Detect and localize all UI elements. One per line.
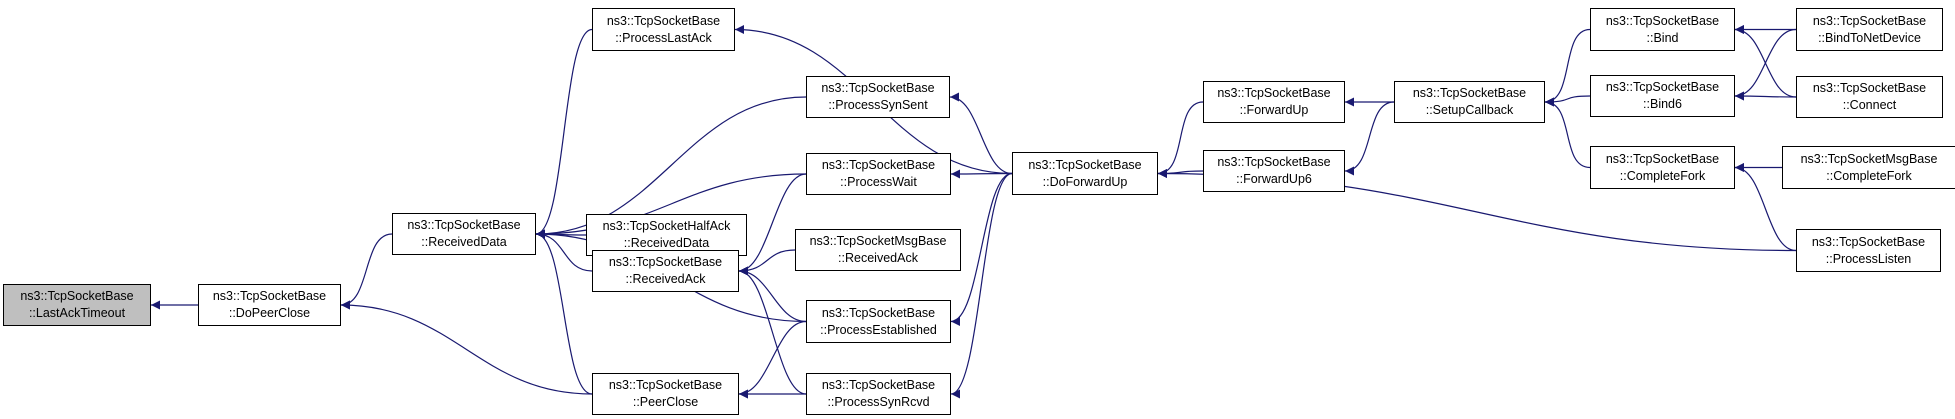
edge-peerclose-to-receiveddata — [535, 229, 593, 395]
node-receiveddata[interactable]: ns3::TcpSocketBase::ReceivedData — [392, 213, 536, 255]
node-processlisten[interactable]: ns3::TcpSocketBase::ProcessListen — [1796, 229, 1941, 272]
node-bind[interactable]: ns3::TcpSocketBase::Bind — [1590, 8, 1735, 51]
node-setupcallback[interactable]: ns3::TcpSocketBase::SetupCallback — [1394, 81, 1545, 123]
node-dopeerclose[interactable]: ns3::TcpSocketBase::DoPeerClose — [198, 284, 341, 326]
node-method-label: ::DoForwardUp — [1042, 174, 1128, 189]
edge-bind-to-setupcallback — [1544, 28, 1591, 107]
node-method-label: ::ProcessWait — [840, 175, 917, 189]
node-method-label: ::ProcessLastAck — [615, 30, 712, 45]
edge-doforwardup-to-processestablished — [950, 172, 1013, 326]
node-connect[interactable]: ns3::TcpSocketBase::Connect — [1796, 76, 1943, 118]
node-completefork[interactable]: ns3::TcpSocketBase::CompleteFork — [1590, 146, 1735, 189]
node-method-label: ::Connect — [1842, 98, 1897, 112]
node-class-label: ns3::TcpSocketBase — [1412, 86, 1527, 100]
node-method-label: ::Bind6 — [1643, 97, 1682, 111]
edge-receiveddata-to-dopeerclose — [340, 233, 393, 310]
node-lastacktimeout: ns3::TcpSocketBase::LastAckTimeout — [3, 284, 151, 326]
node-class-label: ns3::TcpSocketBase — [821, 81, 935, 95]
node-class-label: ns3::TcpSocketBase — [1605, 80, 1720, 94]
edge-doforwardup-to-processsynsent — [949, 92, 1013, 175]
edge-processsynrcvd-to-receivedack — [738, 266, 807, 395]
node-method-label: ::CompleteFork — [1826, 168, 1912, 183]
edge-processsynsent-to-receiveddata — [535, 96, 807, 239]
node-class-label: ns3::TcpSocketMsgBase — [1800, 151, 1938, 166]
edge-forwardup-to-doforwardup — [1157, 101, 1204, 178]
node-method-label: ::ProcessEstablished — [820, 322, 937, 337]
node-method-label: ::ReceivedData — [623, 236, 710, 250]
node-msgbase-receivedack[interactable]: ns3::TcpSocketMsgBase::ReceivedAck — [795, 229, 961, 271]
edge-doforwardup-to-processsynrcvd — [950, 172, 1013, 399]
node-class-label: ns3::TcpSocketBase — [821, 378, 936, 392]
node-class-label: ns3::TcpSocketMsgBase — [809, 234, 947, 248]
node-class-label: ns3::TcpSocketBase — [606, 13, 721, 28]
edge-processlisten-to-completefork — [1734, 163, 1797, 252]
node-class-label: ns3::TcpSocketBase — [1812, 13, 1927, 28]
edge-processwait-to-receiveddata — [535, 173, 807, 239]
node-forwardup[interactable]: ns3::TcpSocketBase::ForwardUp — [1203, 81, 1345, 123]
node-class-label: ns3::TcpSocketBase — [1605, 151, 1720, 166]
edge-processlastack-to-receiveddata — [535, 28, 593, 239]
edge-completefork-to-setupcallback — [1544, 97, 1591, 169]
node-class-label: ns3::TcpSocketBase — [608, 255, 723, 269]
node-method-label: ::ProcessListen — [1825, 251, 1912, 266]
node-class-label: ns3::TcpSocketBase — [212, 289, 327, 303]
node-class-label: ns3::TcpSocketBase — [821, 158, 936, 172]
node-class-label: ns3::TcpSocketHalfAck — [602, 219, 731, 233]
node-method-label: ::ProcessSynSent — [828, 98, 928, 112]
node-class-label: ns3::TcpSocketBase — [608, 378, 723, 392]
node-processlastack[interactable]: ns3::TcpSocketBase::ProcessLastAck — [592, 8, 735, 51]
node-method-label: ::ReceivedData — [421, 235, 507, 249]
edge-processestablished-to-peerclose — [738, 320, 807, 399]
node-receivedack[interactable]: ns3::TcpSocketBase::ReceivedAck — [592, 250, 739, 292]
node-method-label: ::DoPeerClose — [228, 306, 311, 320]
node-peerclose[interactable]: ns3::TcpSocketBase::PeerClose — [592, 373, 739, 415]
node-method-label: ::ForwardUp6 — [1236, 172, 1312, 186]
edge-peerclose-to-dopeerclose — [340, 300, 593, 395]
node-class-label: ns3::TcpSocketBase — [407, 218, 521, 232]
node-method-label: ::LastAckTimeout — [28, 306, 126, 320]
node-class-label: ns3::TcpSocketBase — [1217, 86, 1331, 100]
node-method-label: ::PeerClose — [632, 395, 699, 409]
node-bindtonetdevice[interactable]: ns3::TcpSocketBase::BindToNetDevice — [1796, 8, 1943, 51]
edge-connect-to-bind6 — [1734, 91, 1797, 101]
edge-processwait-to-receivedack — [738, 173, 807, 276]
node-class-label: ns3::TcpSocketBase — [821, 305, 936, 320]
node-forwardup6[interactable]: ns3::TcpSocketBase::ForwardUp6 — [1203, 150, 1345, 192]
node-processsynrcvd[interactable]: ns3::TcpSocketBase::ProcessSynRcvd — [806, 373, 951, 415]
edge-layer — [151, 25, 1797, 399]
edge-setupcallback-to-forwardup6 — [1344, 101, 1395, 176]
node-halfack-receiveddata[interactable]: ns3::TcpSocketHalfAck::ReceivedData — [586, 214, 747, 256]
node-bind6[interactable]: ns3::TcpSocketBase::Bind6 — [1590, 75, 1735, 117]
node-method-label: ::ReceivedAck — [838, 251, 918, 265]
node-msgbase-completefork[interactable]: ns3::TcpSocketMsgBase::CompleteFork — [1782, 146, 1955, 189]
edge-doforwardup-to-processwait — [950, 169, 1013, 179]
node-method-label: ::Bind — [1646, 30, 1679, 45]
node-method-label: ::ForwardUp — [1239, 103, 1309, 117]
node-class-label: ns3::TcpSocketBase — [1811, 234, 1926, 249]
node-class-label: ns3::TcpSocketBase — [1217, 155, 1331, 169]
node-class-label: ns3::TcpSocketBase — [20, 289, 134, 303]
node-method-label: ::BindToNetDevice — [1818, 30, 1921, 45]
node-doforwardup[interactable]: ns3::TcpSocketBase::DoForwardUp — [1012, 152, 1158, 195]
node-processsynsent[interactable]: ns3::TcpSocketBase::ProcessSynSent — [806, 76, 950, 118]
node-method-label: ::ProcessSynRcvd — [827, 395, 930, 409]
node-method-label: ::CompleteFork — [1619, 168, 1706, 183]
node-class-label: ns3::TcpSocketBase — [1605, 13, 1720, 28]
node-processestablished[interactable]: ns3::TcpSocketBase::ProcessEstablished — [806, 300, 951, 343]
node-class-label: ns3::TcpSocketBase — [1028, 157, 1142, 172]
node-method-label: ::SetupCallback — [1425, 103, 1514, 117]
node-method-label: ::ReceivedAck — [625, 272, 706, 286]
edge-bindtonetdevice-to-bind6 — [1734, 28, 1797, 101]
node-class-label: ns3::TcpSocketBase — [1812, 81, 1927, 95]
node-processwait[interactable]: ns3::TcpSocketBase::ProcessWait — [806, 153, 951, 195]
